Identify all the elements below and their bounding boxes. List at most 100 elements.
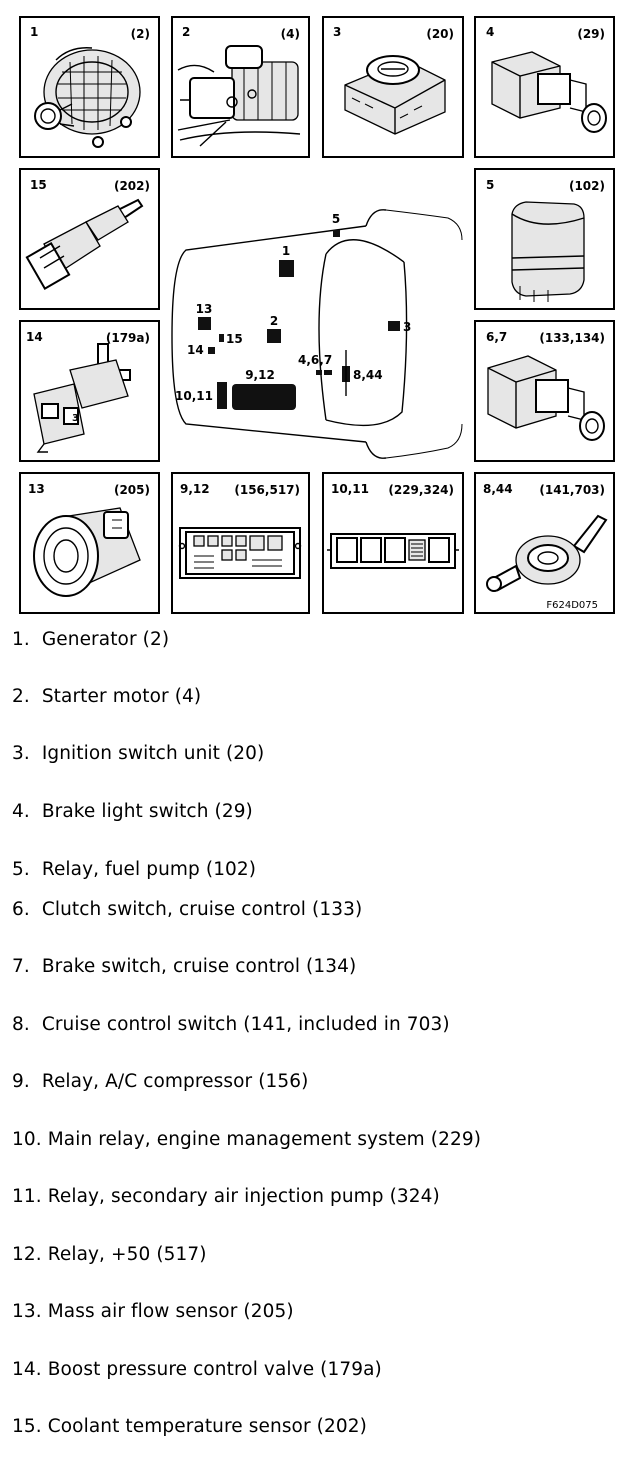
figure-code: F624D075	[546, 600, 598, 611]
legend-text: Relay, secondary air injection pump (324…	[47, 1186, 440, 1207]
legend-text: Brake switch, cruise control (134)	[41, 956, 357, 977]
car-label: 4,6,7	[298, 353, 332, 367]
relay-box-icon	[327, 533, 459, 569]
cruise-control-switch-icon	[486, 514, 608, 592]
car-outline	[171, 209, 463, 459]
legend-item: 14. Boost pressure control valve (179a)	[12, 1358, 382, 1382]
legend-text: Relay, +50 (517)	[47, 1244, 207, 1265]
pedal-switch-icon	[487, 355, 605, 441]
car-label: 2	[270, 314, 278, 328]
legend-item: 2. Starter motor (4)	[12, 685, 201, 709]
component-ref: (202)	[114, 179, 150, 193]
legend-text: Clutch switch, cruise control (133)	[41, 899, 363, 920]
component-ref: (102)	[569, 179, 605, 193]
legend-text: Ignition switch unit (20)	[41, 743, 265, 764]
component-box-15: 15 (202)	[19, 168, 160, 310]
legend-text: Cruise control switch (141, included in …	[41, 1014, 450, 1035]
component-box-8-44: 8,44 (141,703) F624D075	[474, 472, 615, 614]
legend-number: 15.	[12, 1416, 42, 1437]
legend-number: 6.	[12, 899, 30, 920]
component-number: 9,12	[180, 482, 210, 496]
component-number: 15	[30, 178, 47, 192]
brake-light-switch-icon	[491, 51, 607, 133]
component-location-diagram: 1 (2) 2 (4) 3	[19, 16, 615, 614]
legend-number: 10.	[12, 1129, 42, 1150]
legend-number: 11.	[12, 1186, 42, 1207]
component-box-13: 13 (205)	[19, 472, 160, 614]
legend-text: Starter motor (4)	[41, 686, 202, 707]
legend-text: Relay, A/C compressor (156)	[41, 1071, 309, 1092]
component-box-2: 2 (4)	[171, 16, 310, 158]
component-ref: (156,517)	[234, 483, 300, 497]
component-ref: (205)	[114, 483, 150, 497]
component-number: 6,7	[486, 330, 507, 344]
legend-item: 12. Relay, +50 (517)	[12, 1243, 207, 1267]
legend-item: 15. Coolant temperature sensor (202)	[12, 1415, 367, 1439]
legend-item: 4. Brake light switch (29)	[12, 800, 253, 824]
legend-number: 5.	[12, 859, 30, 880]
component-ref: (229,324)	[388, 483, 454, 497]
component-number: 14	[26, 330, 43, 344]
car-label: 5	[332, 212, 340, 226]
legend-item: 10. Main relay, engine management system…	[12, 1128, 481, 1152]
component-box-9-12: 9,12 (156,517)	[171, 472, 310, 614]
ignition-switch-unit-icon	[344, 55, 446, 135]
component-number: 3	[333, 25, 341, 39]
generator-icon	[34, 47, 141, 148]
legend-item: 5. Relay, fuel pump (102)	[12, 858, 256, 882]
legend-number: 3.	[12, 743, 30, 764]
legend-number: 9.	[12, 1071, 30, 1092]
component-box-10-11: 10,11 (229,324)	[322, 472, 464, 614]
component-ref: (133,134)	[539, 331, 605, 345]
legend-item: 3. Ignition switch unit (20)	[12, 742, 264, 766]
component-ref: (179a)	[106, 331, 150, 345]
legend-text: Relay, fuel pump (102)	[41, 859, 257, 880]
component-ref: (4)	[281, 27, 300, 41]
component-number: 5	[486, 178, 494, 192]
component-number: 2	[182, 25, 190, 39]
coolant-temperature-sensor-icon	[25, 198, 144, 290]
component-box-1: 1 (2)	[19, 16, 160, 158]
car-label: 13	[196, 302, 213, 316]
legend-text: Coolant temperature sensor (202)	[47, 1416, 367, 1437]
component-number: 1	[30, 25, 38, 39]
legend-number: 13.	[12, 1301, 42, 1322]
legend-item: 11. Relay, secondary air injection pump …	[12, 1185, 440, 1209]
legend-number: 12.	[12, 1244, 42, 1265]
component-ref: (20)	[426, 27, 454, 41]
car-label: 3	[403, 320, 411, 334]
component-number: 10,11	[331, 482, 369, 496]
legend-text: Generator (2)	[41, 629, 170, 650]
component-box-6-7: 6,7 (133,134)	[474, 320, 615, 462]
car-label: 9,12	[245, 368, 275, 382]
legend-number: 4.	[12, 801, 30, 822]
legend-item: 8. Cruise control switch (141, included …	[12, 1013, 450, 1037]
component-ref: (141,703)	[539, 483, 605, 497]
mass-air-flow-sensor-icon	[33, 507, 141, 597]
car-markers: 5 1 13 2 3 14 15 4,6,7 8,44 9,12 10,11	[175, 212, 411, 410]
legend-number: 1.	[12, 629, 30, 650]
component-box-14: 14 (179a) 3	[19, 320, 160, 462]
car-label: 8,44	[353, 368, 383, 382]
component-number: 8,44	[483, 482, 513, 496]
legend-item: 1. Generator (2)	[12, 628, 169, 652]
legend-text: Mass air flow sensor (205)	[47, 1301, 294, 1322]
legend-number: 8.	[12, 1014, 30, 1035]
legend-item: 7. Brake switch, cruise control (134)	[12, 955, 356, 979]
relay-box-icon	[178, 527, 302, 579]
legend-text: Main relay, engine management system (22…	[47, 1129, 482, 1150]
car-label: 15	[226, 332, 243, 346]
component-box-5: 5 (102)	[474, 168, 615, 310]
legend-text: Brake light switch (29)	[41, 801, 253, 822]
component-ref: (29)	[577, 27, 605, 41]
component-ref: (2)	[131, 27, 150, 41]
legend-item: 9. Relay, A/C compressor (156)	[12, 1070, 308, 1094]
legend-number: 2.	[12, 686, 30, 707]
car-label: 1	[282, 244, 290, 258]
component-number: 4	[486, 25, 494, 39]
legend-text: Boost pressure control valve (179a)	[47, 1359, 382, 1380]
component-box-3: 3 (20)	[322, 16, 464, 158]
relay-icon	[511, 201, 585, 302]
car-label: 10,11	[175, 389, 213, 403]
component-number: 13	[28, 482, 45, 496]
